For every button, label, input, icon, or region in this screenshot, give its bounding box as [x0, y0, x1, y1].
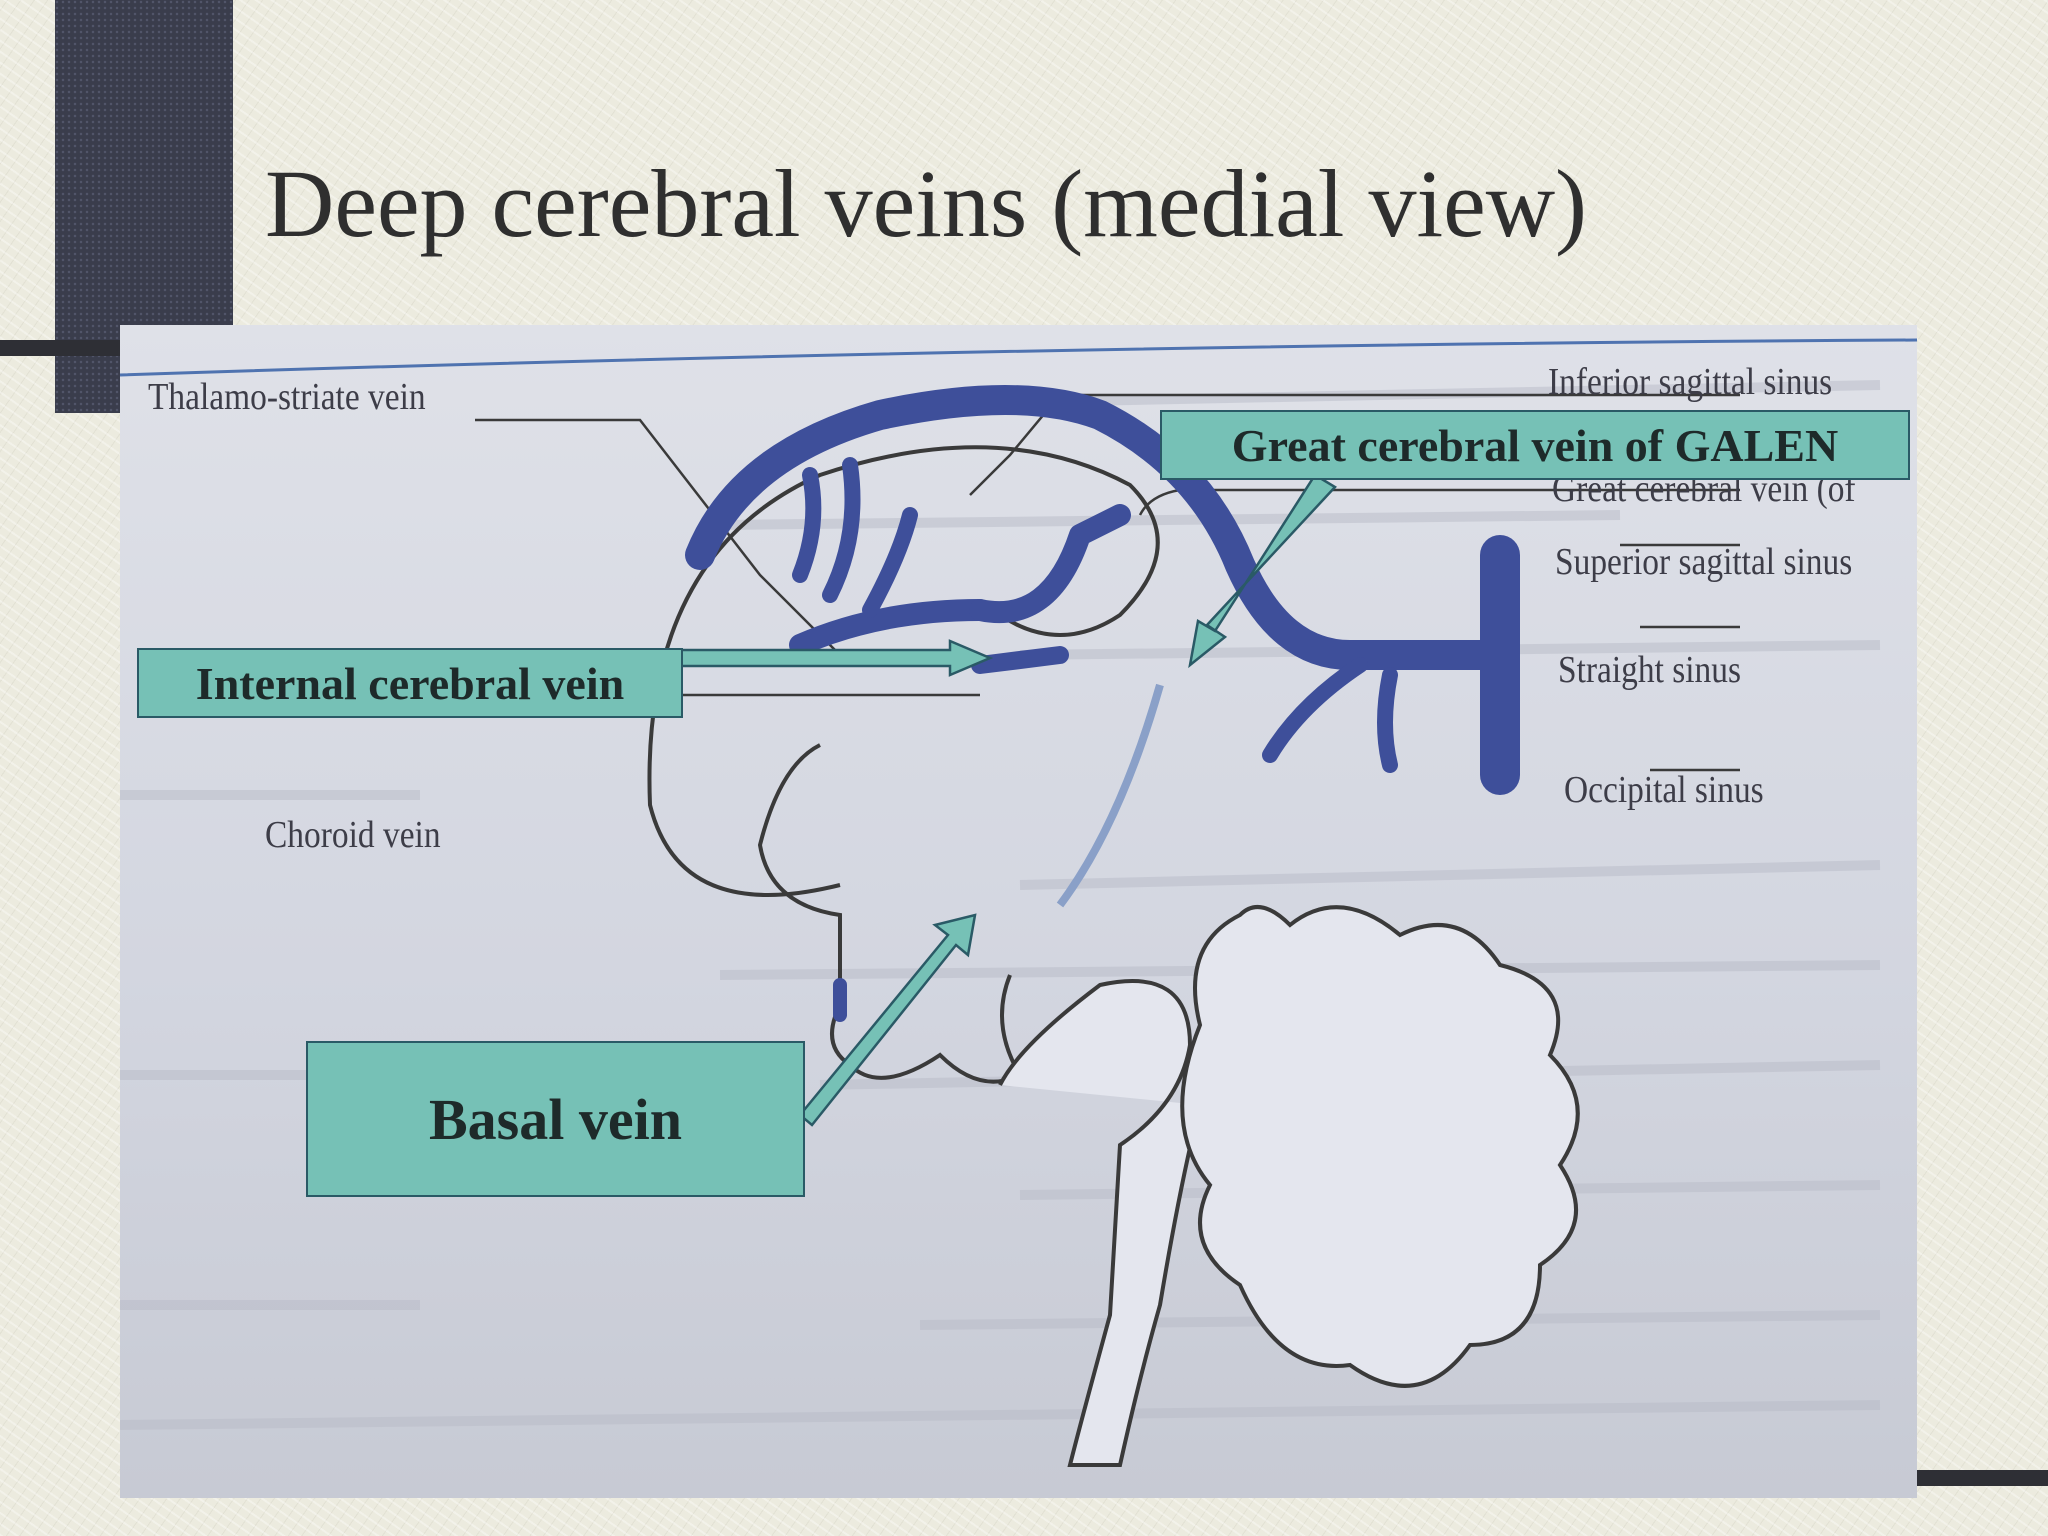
callout-internal-cerebral-vein: Internal cerebral vein	[137, 648, 683, 718]
galen-arrow-icon	[1188, 473, 1337, 669]
label-superior-sagittal-sinus: Superior sagittal sinus	[1555, 541, 1853, 583]
label-thalamo-striate-vein: Thalamo-striate vein	[148, 376, 426, 418]
slide-title: Deep cerebral veins (medial view)	[265, 150, 1588, 257]
cerebellum-outline	[1180, 905, 1580, 1388]
thalamus-outline	[757, 743, 1023, 1084]
label-choroid-vein: Choroid vein	[265, 814, 441, 856]
label-straight-sinus: Straight sinus	[1558, 649, 1742, 691]
thalamostriate-vein-branch	[822, 457, 861, 603]
basal-vein-course	[1056, 683, 1164, 908]
brainstem-outline	[998, 979, 1202, 1467]
great-cerebral-vein	[969, 504, 1131, 624]
callout-great-cerebral-vein-of-galen: Great cerebral vein of GALEN	[1160, 410, 1910, 480]
textbook-figure-photo: Thalamo-striate vein Choroid vein Inferi…	[120, 325, 1917, 1498]
internal-cerebral-vein	[789, 599, 991, 656]
callout-basal-vein: Basal vein	[306, 1041, 805, 1197]
label-occipital-sinus: Occipital sinus	[1564, 769, 1764, 811]
inferior-sagittal-straight-sinus	[685, 385, 1515, 770]
thalamostriate-vein-branch	[862, 507, 918, 618]
corpus-callosum-outline	[647, 445, 1160, 897]
callout-arrows	[676, 473, 1337, 1127]
thalamostriate-vein-branch	[792, 467, 822, 583]
page-edge-line	[120, 338, 1917, 377]
label-inferior-sagittal-sinus: Inferior sagittal sinus	[1548, 361, 1833, 403]
cerebellar-vein	[1377, 667, 1398, 773]
decorative-bar-right	[1900, 1470, 2048, 1486]
internal-vein-arrow-icon	[676, 639, 994, 677]
vein-diagram	[120, 338, 1917, 1467]
brain-outlines	[647, 445, 1580, 1467]
veins	[685, 385, 1520, 1022]
basal-vein-branch	[971, 646, 1069, 674]
basal-vein-arrow-icon	[798, 913, 977, 1127]
cerebellar-vein	[1262, 657, 1368, 763]
decorative-bar-left	[0, 340, 120, 356]
